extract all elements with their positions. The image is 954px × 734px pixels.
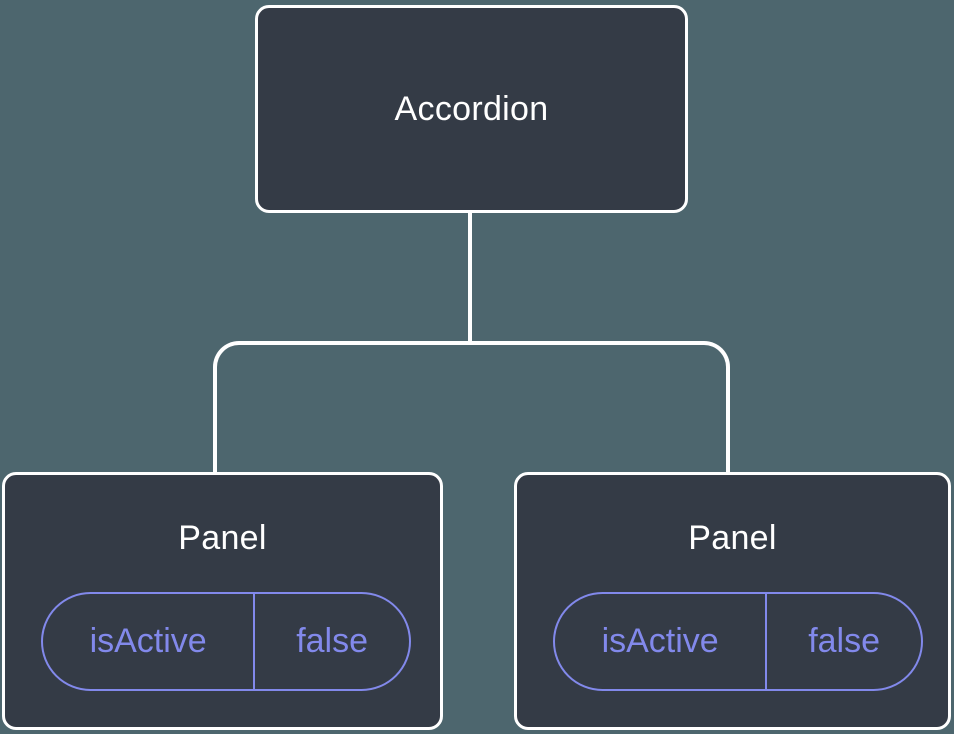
tree-node-accordion: Accordion	[255, 5, 688, 213]
state-pill: isActive false	[553, 592, 923, 691]
tree-node-panel-right: Panel isActive false	[514, 472, 951, 730]
panel-node-label: Panel	[178, 519, 267, 557]
connector-trunk-line	[468, 211, 472, 345]
state-pill: isActive false	[41, 592, 411, 691]
state-name: isActive	[43, 594, 256, 689]
state-value: false	[296, 622, 369, 660]
tree-node-panel-left: Panel isActive false	[2, 472, 443, 730]
state-name: isActive	[555, 594, 768, 689]
state-value: false	[808, 622, 881, 660]
connector-branch-bracket	[213, 341, 730, 472]
panel-node-label: Panel	[688, 519, 777, 557]
accordion-node-label: Accordion	[394, 89, 549, 128]
